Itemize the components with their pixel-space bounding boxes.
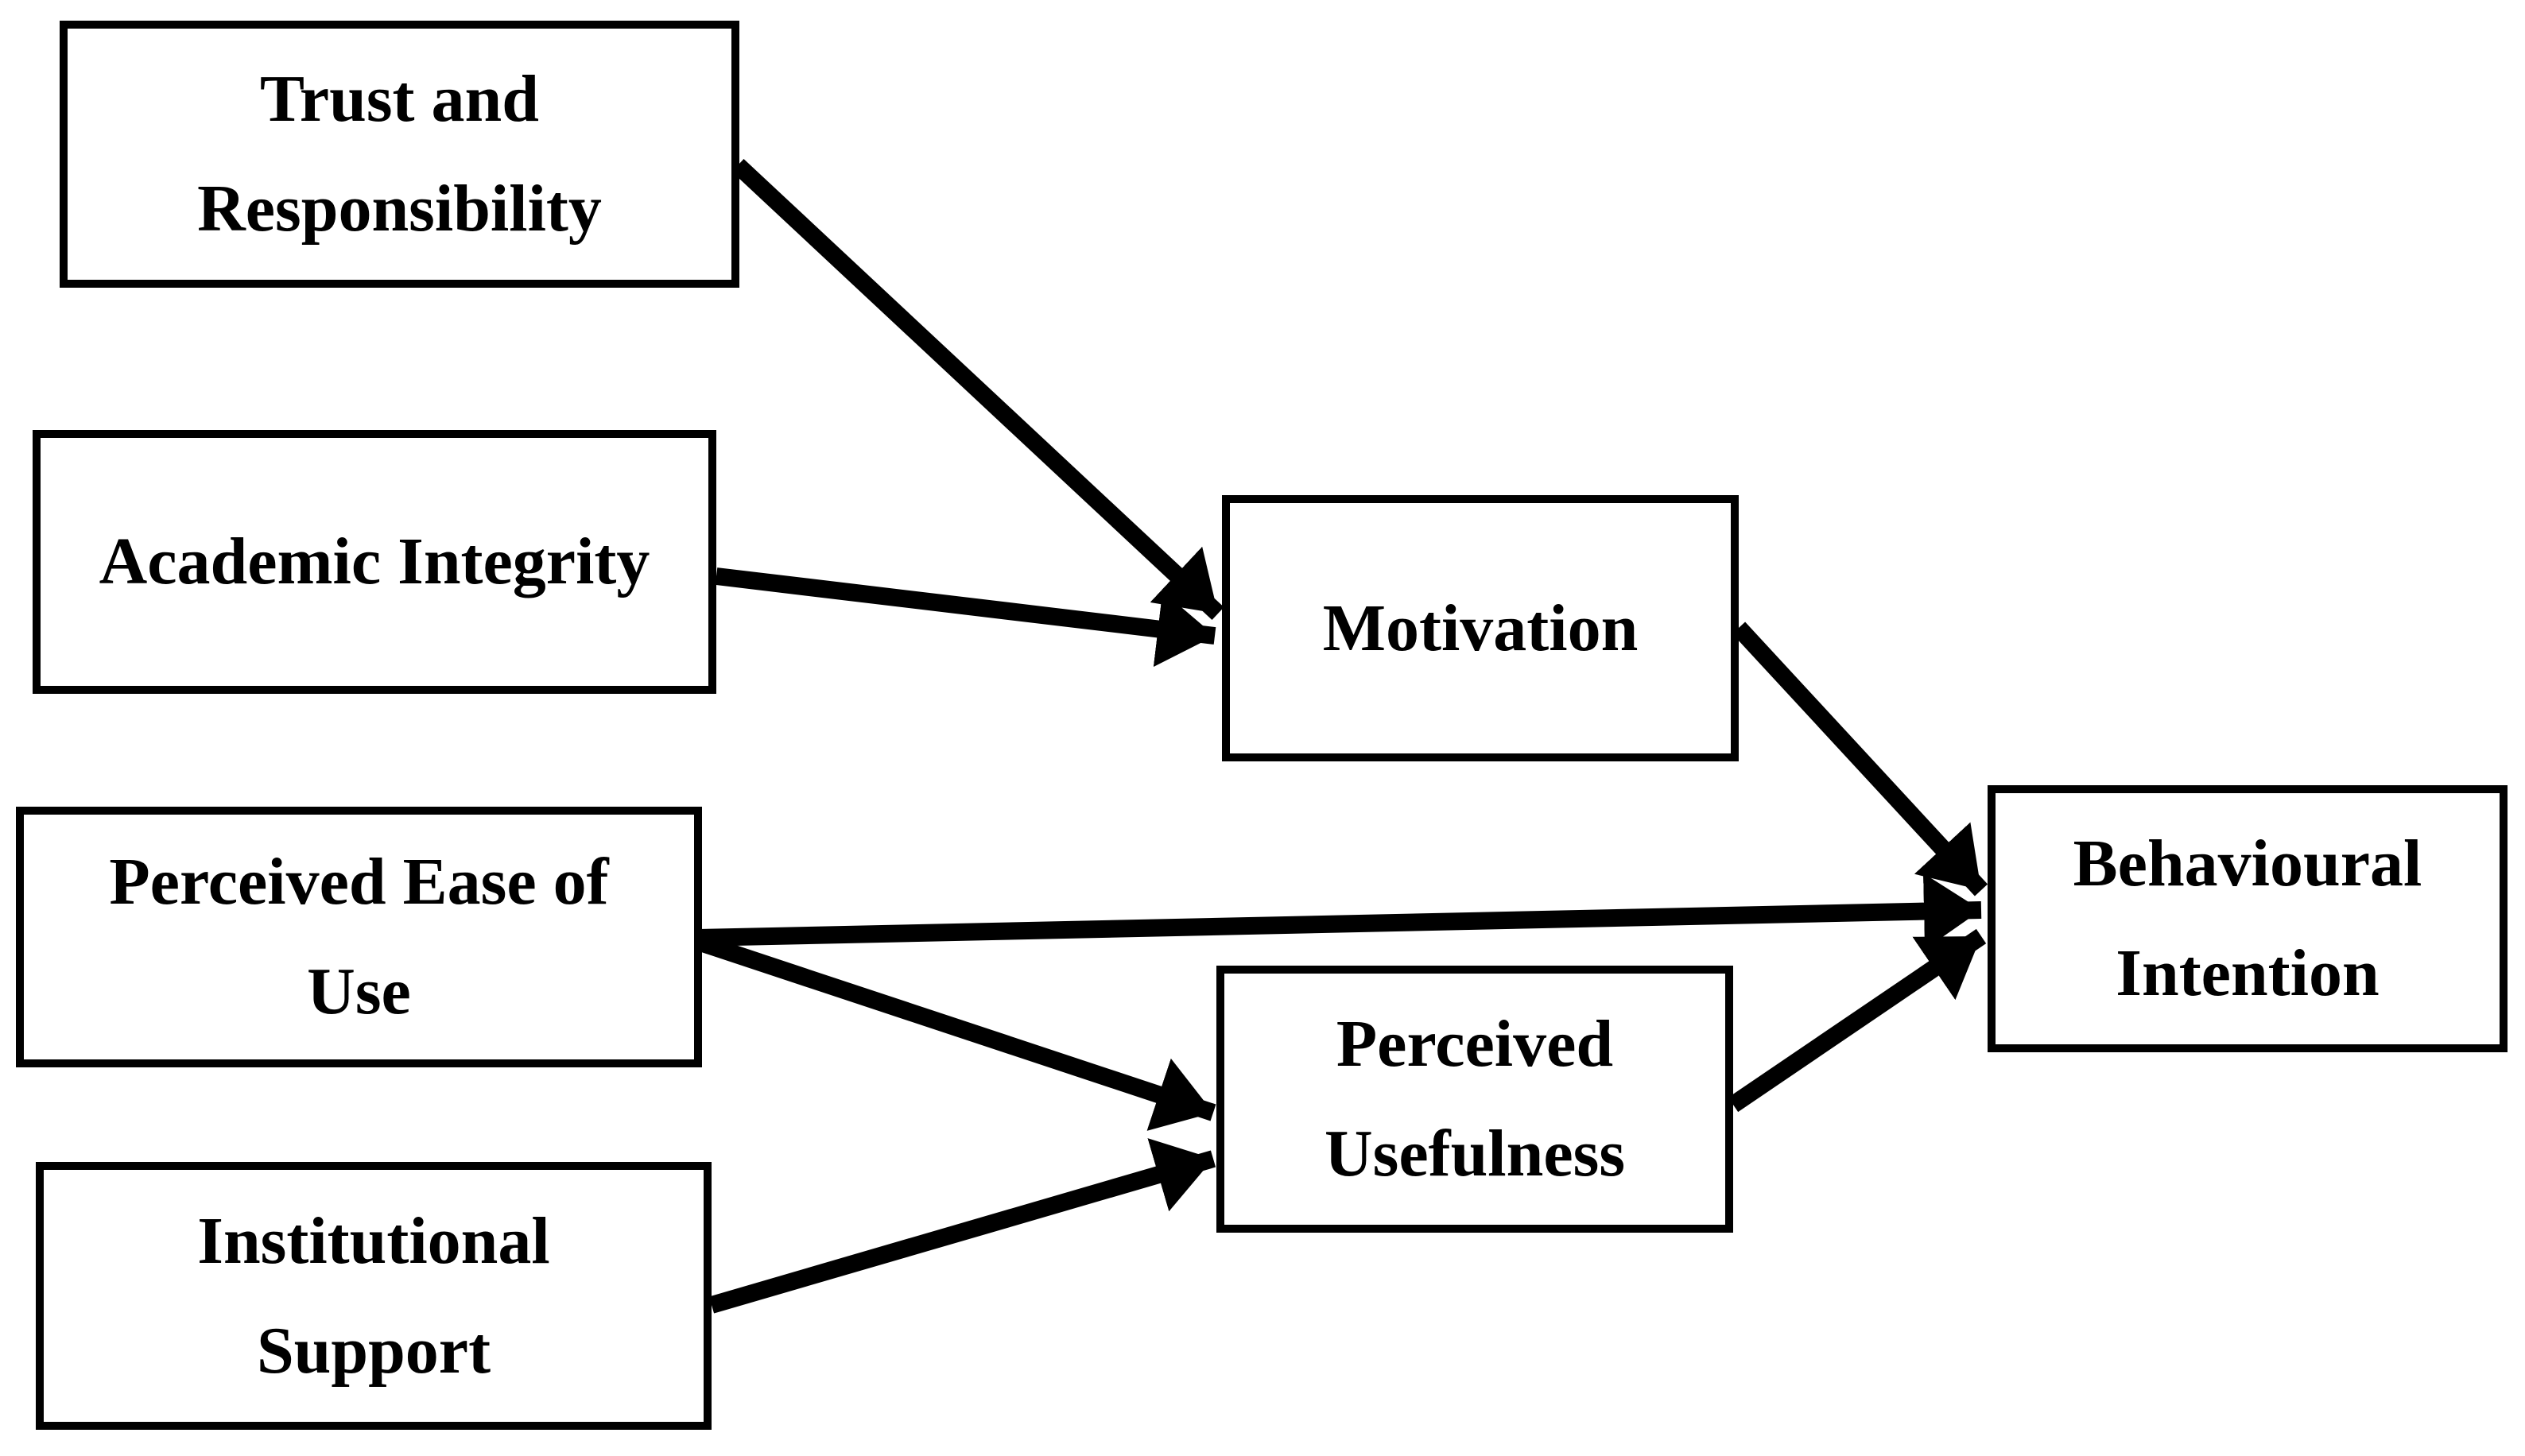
arrow-academic-to-motivation (715, 567, 1216, 668)
node-label-line: Intention (2116, 936, 2380, 1010)
arrow-pu-to-bi (1728, 928, 1987, 1113)
arrow-peou-to-bi (697, 873, 1982, 950)
node-label-line: Institutional (197, 1203, 550, 1278)
node-trust-and-responsibility: Trust and Responsibility (60, 21, 739, 288)
node-label-line: Usefulness (1324, 1117, 1626, 1191)
arrow-institutional-to-pu (708, 1138, 1216, 1314)
node-label-line: Academic Integrity (99, 525, 650, 598)
node-academic-integrity: Academic Integrity (33, 430, 716, 694)
arrow-trust-to-motivation (731, 158, 1224, 621)
node-perceived-ease-of-use: Perceived Ease of Use (16, 807, 702, 1067)
arrow-peou-to-pu (695, 933, 1216, 1131)
arrow-motivation-to-bi (1732, 622, 1988, 896)
node-label-line: Behavioural (2073, 827, 2422, 900)
node-label-line: Use (307, 955, 411, 1028)
node-label-line: Motivation (1322, 591, 1639, 665)
node-motivation: Motivation (1222, 495, 1739, 761)
node-institutional-support: Institutional Support (36, 1162, 712, 1430)
node-label-line: Perceived Ease of (109, 845, 609, 919)
node-label-line: Perceived (1336, 1007, 1614, 1081)
node-behavioural-intention: Behavioural Intention (1988, 785, 2508, 1052)
node-label-line: Trust and (260, 62, 539, 136)
node-perceived-usefulness: Perceived Usefulness (1216, 966, 1733, 1233)
node-label-line: Responsibility (197, 172, 602, 246)
node-label-line: Support (256, 1313, 491, 1388)
